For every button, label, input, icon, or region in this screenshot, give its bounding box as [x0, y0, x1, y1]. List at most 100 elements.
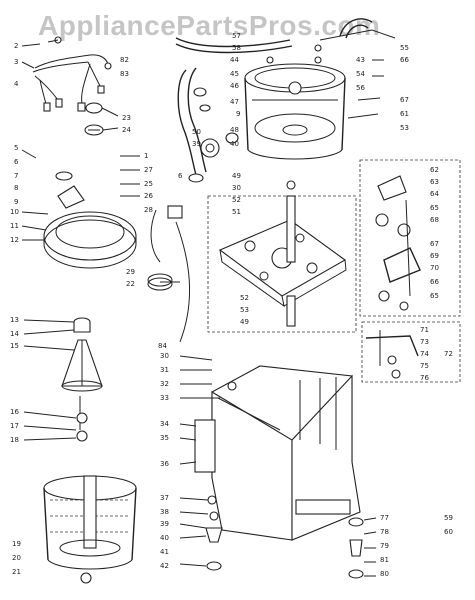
callout-28: 28 [144, 206, 153, 214]
callout-24: 24 [122, 126, 131, 134]
switch-detail-box [361, 321, 461, 383]
washer-cabinet [194, 365, 361, 541]
callout-20: 20 [12, 554, 21, 562]
callout-32: 32 [160, 380, 169, 388]
callout-63: 63 [430, 178, 439, 186]
callout-21: 21 [12, 568, 21, 576]
transmission-assembly [207, 180, 357, 333]
callout-10: 10 [10, 208, 19, 216]
callout-14: 14 [10, 330, 19, 338]
callout-52: 52 [232, 196, 241, 204]
callout-74: 74 [420, 350, 429, 358]
callout-16: 16 [10, 408, 19, 416]
callout-17: 17 [10, 422, 19, 430]
callout-53b: 53 [240, 306, 249, 314]
callout-61: 61 [400, 110, 409, 118]
callout-60: 60 [444, 528, 453, 536]
callout-39b: 39 [160, 520, 169, 528]
motor-wiring [147, 205, 191, 343]
callout-54: 54 [356, 70, 365, 78]
callout-22: 22 [126, 280, 135, 288]
inner-basket [43, 475, 137, 584]
callout-76: 76 [420, 374, 429, 382]
callout-51: 51 [232, 208, 241, 216]
callout-2: 2 [14, 42, 18, 50]
callout-labels: 2 3 4 5 6 7 8 9 10 11 12 13 14 15 16 17 … [10, 32, 453, 578]
callout-53: 53 [400, 124, 409, 132]
callout-66b: 66 [430, 278, 439, 286]
callout-59: 59 [444, 514, 453, 522]
callout-58: 58 [232, 44, 241, 52]
callout-33: 33 [160, 394, 169, 402]
callout-5: 5 [14, 144, 18, 152]
callout-73: 73 [420, 338, 429, 346]
callout-11: 11 [10, 222, 19, 230]
callout-4: 4 [14, 80, 19, 88]
callout-40b: 40 [160, 534, 169, 542]
callout-68: 68 [430, 216, 439, 224]
callout-41: 41 [160, 548, 169, 556]
callout-23: 23 [122, 114, 131, 122]
top-hose [175, 18, 396, 54]
callout-1: 1 [144, 152, 148, 160]
callout-75: 75 [420, 362, 429, 370]
callout-80: 80 [380, 570, 389, 578]
callout-37: 37 [160, 494, 169, 502]
callout-65: 65 [430, 204, 439, 212]
outer-tub [244, 44, 346, 160]
callout-71: 71 [420, 326, 429, 334]
callout-25: 25 [144, 180, 153, 188]
callout-34: 34 [160, 420, 169, 428]
callout-49b: 49 [240, 318, 249, 326]
callout-12: 12 [10, 236, 19, 244]
pump-parts [200, 132, 239, 158]
callout-15: 15 [10, 342, 19, 350]
callout-46: 46 [230, 82, 239, 90]
callout-72: 72 [444, 350, 453, 358]
callout-8: 8 [14, 184, 18, 192]
callout-30: 30 [232, 184, 241, 192]
callout-42: 42 [160, 562, 169, 570]
callout-30b: 30 [160, 352, 169, 360]
callout-55: 55 [400, 44, 409, 52]
switch-assembly [84, 102, 119, 136]
callout-79: 79 [380, 542, 389, 550]
callout-38: 38 [160, 508, 169, 516]
callout-77: 77 [380, 514, 389, 522]
cabinet-legs [205, 495, 364, 579]
wire-harness [32, 36, 112, 112]
callout-84: 84 [158, 342, 167, 350]
callout-13: 13 [10, 316, 19, 324]
callout-18: 18 [10, 436, 19, 444]
callout-64: 64 [430, 190, 439, 198]
callout-36: 36 [160, 460, 169, 468]
callout-49: 49 [232, 172, 241, 180]
callout-35: 35 [160, 434, 169, 442]
callout-45: 45 [230, 70, 239, 78]
callout-26: 26 [144, 192, 153, 200]
callout-19: 19 [12, 540, 21, 548]
callout-62: 62 [430, 166, 439, 174]
callout-6: 6 [14, 158, 19, 166]
callout-65b: 65 [430, 292, 439, 300]
callout-9b: 9 [236, 110, 240, 118]
tub-hose [177, 67, 211, 183]
callout-6b: 6 [178, 172, 183, 180]
tub-ring [43, 171, 137, 269]
callout-29: 29 [126, 268, 135, 276]
callout-39: 39 [192, 140, 201, 148]
callout-9: 9 [14, 198, 18, 206]
callout-52b: 52 [240, 294, 249, 302]
callout-57: 57 [232, 32, 241, 40]
callout-81: 81 [380, 556, 389, 564]
callout-67: 67 [400, 96, 409, 104]
callout-66: 66 [400, 56, 409, 64]
callout-3: 3 [14, 58, 18, 66]
callout-48: 48 [230, 126, 239, 134]
callout-78: 78 [380, 528, 389, 536]
brake-detail-box [359, 159, 461, 317]
callout-40: 40 [230, 140, 239, 148]
callout-56: 56 [356, 84, 365, 92]
